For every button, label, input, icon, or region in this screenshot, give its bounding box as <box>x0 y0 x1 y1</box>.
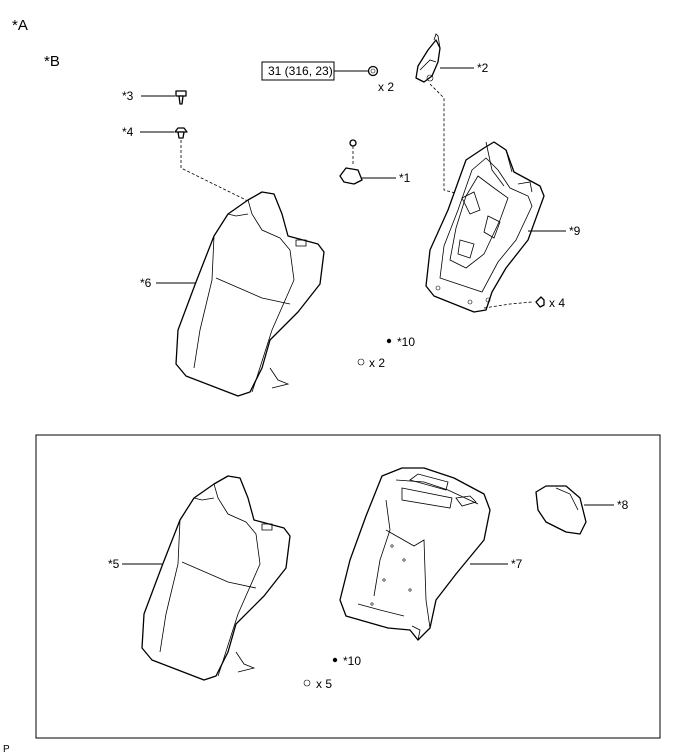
frame-bolts-quantity: x 4 <box>549 296 565 310</box>
part-nut <box>367 65 379 77</box>
part-8-headrest-pad <box>535 485 614 535</box>
part-1-cover <box>339 139 396 185</box>
callout-2: *2 <box>477 61 489 75</box>
part-frame-bolt <box>535 296 545 308</box>
part-3-bolt <box>141 90 187 105</box>
view-label-b: *B <box>44 53 60 70</box>
callout-4: *4 <box>122 125 134 139</box>
view-b-frame <box>35 434 661 739</box>
part-10-clip-bottom <box>303 657 338 687</box>
callout-8: *8 <box>617 498 629 512</box>
corner-mark: P <box>3 744 10 755</box>
callout-10-bottom: *10 <box>343 654 361 668</box>
part-5-seatback-cover <box>141 475 291 681</box>
torque-spec-value: 31 (316, 23) <box>268 64 333 78</box>
callout-3: *3 <box>122 89 134 103</box>
callout-10-top: *10 <box>397 335 415 349</box>
part-9-seatback-frame <box>425 141 566 313</box>
clips-bottom-quantity: x 5 <box>316 677 332 691</box>
part-10-clip-top <box>357 338 392 366</box>
nut-quantity: x 2 <box>378 80 394 94</box>
callout-6: *6 <box>140 276 152 290</box>
callout-9: *9 <box>569 224 581 238</box>
view-label-a: *A <box>12 17 28 34</box>
callout-5: *5 <box>108 557 120 571</box>
part-7-seatback-pad <box>339 467 508 641</box>
part-2-recliner-cover <box>415 33 474 197</box>
part-4-clip <box>140 127 247 214</box>
part-6-seatback-cover <box>175 191 325 397</box>
callout-1: *1 <box>399 171 411 185</box>
clips-top-quantity: x 2 <box>369 356 385 370</box>
torque-spec <box>261 61 368 81</box>
callout-7: *7 <box>511 557 523 571</box>
